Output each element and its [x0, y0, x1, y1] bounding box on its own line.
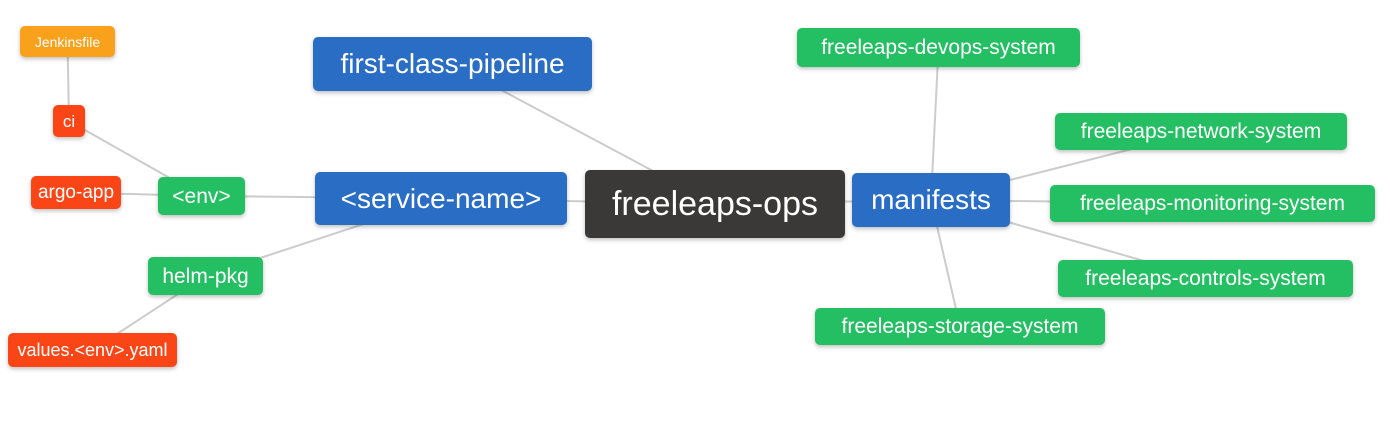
node-freeleaps-storage-system[interactable]: freeleaps-storage-system: [815, 308, 1105, 345]
node-service-name[interactable]: <service-name>: [315, 172, 567, 225]
node-freeleaps-monitoring-system[interactable]: freeleaps-monitoring-system: [1050, 185, 1375, 222]
node-freeleaps-devops-system[interactable]: freeleaps-devops-system: [797, 28, 1080, 67]
node-ci[interactable]: ci: [53, 105, 85, 137]
node-helm-pkg[interactable]: helm-pkg: [148, 257, 263, 295]
node-argo-app[interactable]: argo-app: [31, 176, 121, 209]
node-freeleaps-network-system[interactable]: freeleaps-network-system: [1055, 113, 1347, 150]
node-values-env-yaml[interactable]: values.<env>.yaml: [8, 333, 177, 367]
node-freeleaps-controls-system[interactable]: freeleaps-controls-system: [1058, 260, 1353, 297]
node-freeleaps-ops[interactable]: freeleaps-ops: [585, 170, 845, 238]
node-manifests[interactable]: manifests: [852, 173, 1010, 227]
node-first-class-pipeline[interactable]: first-class-pipeline: [313, 37, 592, 91]
node-jenkinsfile[interactable]: Jenkinsfile: [20, 26, 115, 57]
node-env[interactable]: <env>: [158, 177, 245, 215]
